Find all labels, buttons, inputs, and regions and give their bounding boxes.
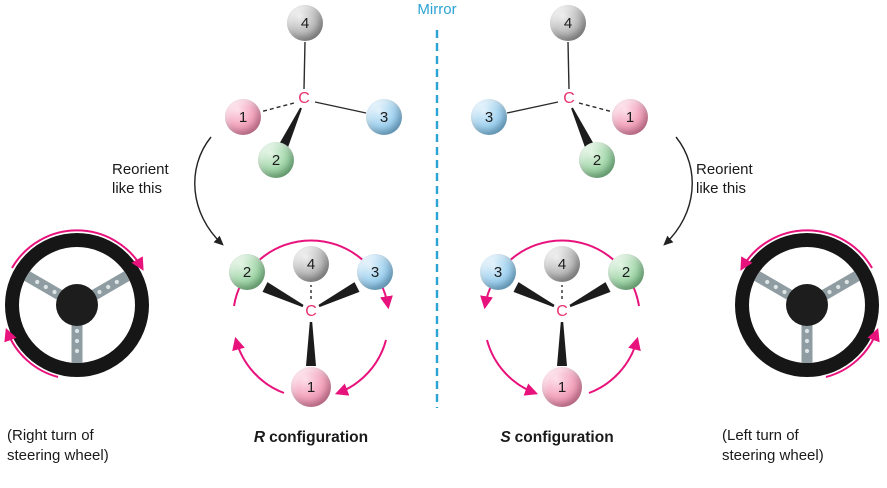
ball-top-right-2: 2 <box>579 142 615 178</box>
bond-line <box>303 41 306 90</box>
reorient-line1: Reorient <box>696 161 753 178</box>
ball-top-right-4: 4 <box>550 5 586 41</box>
carbon-label: C <box>563 90 575 107</box>
ball-bottom-left-4: 4 <box>293 246 329 282</box>
ball-top-left-3: 3 <box>366 99 402 135</box>
reorient-note-right: Reorient like this <box>696 160 753 198</box>
config-word: configuration <box>269 429 369 446</box>
bond-line <box>567 41 570 90</box>
ball-top-left-4: 4 <box>287 5 323 41</box>
wheel-hub <box>56 284 98 326</box>
config-word: configuration <box>514 429 614 446</box>
rotation-arrow <box>11 229 144 271</box>
dashed-bond <box>578 102 614 113</box>
ball-top-right-1: 1 <box>612 99 648 135</box>
ball-top-right-3: 3 <box>471 99 507 135</box>
wedge-bond <box>557 322 567 366</box>
bottom-left-molecule-bonds <box>262 282 360 366</box>
spoke-holes <box>35 279 119 354</box>
reorient-arrow-left <box>194 136 224 246</box>
reorient-note-left: Reorient like this <box>112 160 169 198</box>
rotation-arrow <box>825 327 880 378</box>
wedge-bond <box>513 282 555 308</box>
carbon-label: C <box>305 303 317 320</box>
bond-line <box>314 101 367 114</box>
carbon-label: C <box>556 303 568 320</box>
config-letter: S <box>500 429 511 446</box>
top-right-molecule-bonds <box>506 41 614 149</box>
reorient-arrow-right <box>663 136 693 246</box>
ball-bottom-right-2: 2 <box>608 254 644 290</box>
ball-bottom-left-3: 3 <box>357 254 393 290</box>
wheel-turn-arrows-clockwise <box>4 229 144 378</box>
ball-bottom-right-1: 1 <box>542 367 582 407</box>
ball-bottom-left-2: 2 <box>229 254 265 290</box>
wheel-turn-arrows-counterclockwise <box>740 229 880 378</box>
ball-top-left-2: 2 <box>258 142 294 178</box>
rotation-arrow <box>740 229 873 271</box>
ball-top-left-1: 1 <box>225 99 261 135</box>
ball-bottom-right-4: 4 <box>544 246 580 282</box>
caption-line1: (Left turn of <box>722 427 799 444</box>
caption-line2: steering wheel) <box>7 447 109 464</box>
spoke-holes <box>765 279 849 354</box>
mirror-label: Mirror <box>417 1 457 18</box>
rotation-arrow <box>486 339 539 396</box>
ball-bottom-left-1: 1 <box>291 367 331 407</box>
wheel-rim <box>5 233 149 377</box>
top-left-molecule-bonds <box>259 41 367 149</box>
steering-wheel-right <box>735 229 880 378</box>
wedge-bond <box>262 282 304 308</box>
rotation-arrow <box>588 336 641 394</box>
reorient-line1: Reorient <box>112 161 169 178</box>
wedge-bond <box>569 282 611 308</box>
wedge-bond <box>571 107 595 149</box>
wheel-hub <box>786 284 828 326</box>
wedge-bond <box>278 107 302 149</box>
reorient-line2: like this <box>112 180 163 197</box>
rotation-arrow <box>4 327 59 378</box>
ball-bottom-right-3: 3 <box>480 254 516 290</box>
caption-line1: (Right turn of <box>7 427 94 444</box>
bond-line <box>506 101 559 114</box>
right-turn-caption: (Right turn of steering wheel) <box>7 426 109 466</box>
wedge-bond <box>306 322 316 366</box>
left-turn-caption: (Left turn of steering wheel) <box>722 426 824 466</box>
rotation-arrow <box>334 339 387 396</box>
bottom-right-molecule-bonds <box>513 282 611 366</box>
dashed-bond <box>259 102 295 113</box>
config-letter: R <box>253 429 266 446</box>
carbon-label: C <box>298 90 310 107</box>
wedge-bond <box>318 282 360 308</box>
caption-line2: steering wheel) <box>722 447 824 464</box>
rotation-arrow <box>232 336 285 394</box>
reorient-line2: like this <box>696 180 747 197</box>
wheel-rim <box>735 233 879 377</box>
steering-wheel-left <box>4 229 149 378</box>
